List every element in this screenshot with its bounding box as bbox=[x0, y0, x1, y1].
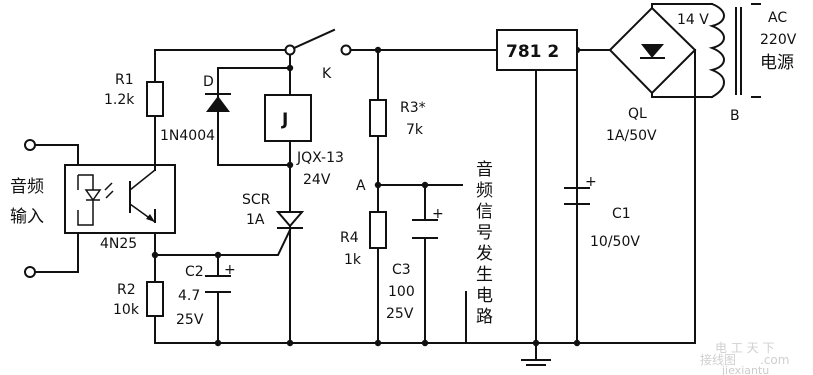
mains-label: 电源 bbox=[760, 53, 794, 73]
watermark-line2: 接线图 bbox=[700, 352, 736, 367]
relay-switch-k bbox=[284, 28, 352, 56]
scr-rating: 1A bbox=[246, 212, 265, 228]
junction-dot bbox=[286, 64, 294, 72]
junction-dot bbox=[421, 339, 429, 347]
r2-name: R2 bbox=[117, 282, 136, 298]
junction-dot bbox=[532, 339, 540, 347]
audio-input-label-line2: 输入 bbox=[10, 207, 44, 227]
junction-dot bbox=[374, 339, 382, 347]
c1-name: C1 bbox=[612, 206, 631, 222]
d-name: D bbox=[203, 74, 214, 90]
junction-dot bbox=[421, 181, 429, 189]
optocoupler-4n25 bbox=[64, 164, 176, 234]
bridge-rating: 1A/50V bbox=[606, 128, 657, 144]
relay-part: JQX-13 bbox=[296, 150, 344, 166]
relay-name: J bbox=[281, 110, 288, 130]
capacitor-c2 bbox=[205, 275, 231, 293]
junction-dot bbox=[374, 46, 382, 54]
plus-mark-c1: + bbox=[585, 174, 597, 190]
r3-name: R3* bbox=[400, 100, 426, 116]
c2-name: C2 bbox=[185, 264, 204, 280]
junction-dot bbox=[286, 161, 294, 169]
regulator-label: 781 2 bbox=[506, 42, 559, 62]
secondary-voltage: 14 V bbox=[677, 12, 709, 28]
junction-dot bbox=[214, 339, 222, 347]
relay-voltage: 24V bbox=[303, 172, 331, 188]
junction-dot bbox=[214, 251, 222, 259]
audio-input-terminal-bottom bbox=[24, 266, 36, 278]
junction-dot bbox=[286, 339, 294, 347]
c2-value: 4.7 bbox=[178, 288, 200, 304]
capacitor-c3 bbox=[412, 219, 438, 239]
r3-value: 7k bbox=[406, 122, 424, 138]
plus-mark-c3: + bbox=[432, 206, 444, 222]
bridge-rectifier-ql bbox=[608, 3, 713, 98]
ac-voltage: 220V bbox=[760, 32, 797, 48]
watermark-line3: .com bbox=[760, 353, 789, 367]
c2-voltage: 25V bbox=[176, 312, 204, 328]
junction-dot bbox=[573, 339, 581, 347]
c1-value: 10/50V bbox=[590, 234, 640, 250]
junction-dot bbox=[374, 181, 382, 189]
audio-input-label-line1: 音频 bbox=[10, 177, 44, 197]
transformer-name: B bbox=[730, 108, 740, 124]
signal-generator-label: 音频信号发生电路 bbox=[472, 160, 493, 328]
audio-input-terminal-top bbox=[24, 139, 36, 151]
resistor-r3 bbox=[369, 99, 387, 137]
c3-voltage: 25V bbox=[386, 306, 414, 322]
optocoupler-label: 4N25 bbox=[100, 236, 137, 252]
c3-value: 100 bbox=[388, 284, 415, 300]
d-part: 1N4004 bbox=[160, 128, 215, 144]
regulator-7812 bbox=[496, 29, 578, 71]
junction-dot bbox=[151, 251, 159, 259]
r2-value: 10k bbox=[113, 302, 140, 318]
r1-value: 1.2k bbox=[104, 92, 135, 108]
junction-dots bbox=[151, 46, 581, 347]
ac-label: AC bbox=[768, 10, 787, 26]
plus-mark-c2: + bbox=[224, 262, 236, 278]
c3-name: C3 bbox=[392, 262, 411, 278]
transformer-b bbox=[708, 2, 761, 99]
ground-symbol bbox=[521, 349, 551, 366]
r1-name: R1 bbox=[115, 72, 134, 88]
scr-thyristor bbox=[275, 211, 305, 229]
switch-name: K bbox=[322, 66, 332, 82]
scr-name: SCR bbox=[242, 192, 271, 208]
r4-value: 1k bbox=[344, 252, 362, 268]
resistor-r2 bbox=[146, 281, 164, 317]
node-a: A bbox=[356, 178, 366, 194]
r4-name: R4 bbox=[340, 230, 359, 246]
diode-d bbox=[205, 93, 231, 112]
bridge-name: QL bbox=[628, 106, 647, 122]
resistor-r4 bbox=[369, 211, 387, 249]
watermark: 电 工 天 下 接线图 .com jiexiantu bbox=[700, 341, 789, 375]
watermark-line1: 电 工 天 下 bbox=[715, 341, 774, 355]
relay-coil-j bbox=[264, 94, 312, 142]
resistor-r1 bbox=[146, 81, 164, 117]
watermark-line4: jiexiantu bbox=[721, 364, 769, 375]
